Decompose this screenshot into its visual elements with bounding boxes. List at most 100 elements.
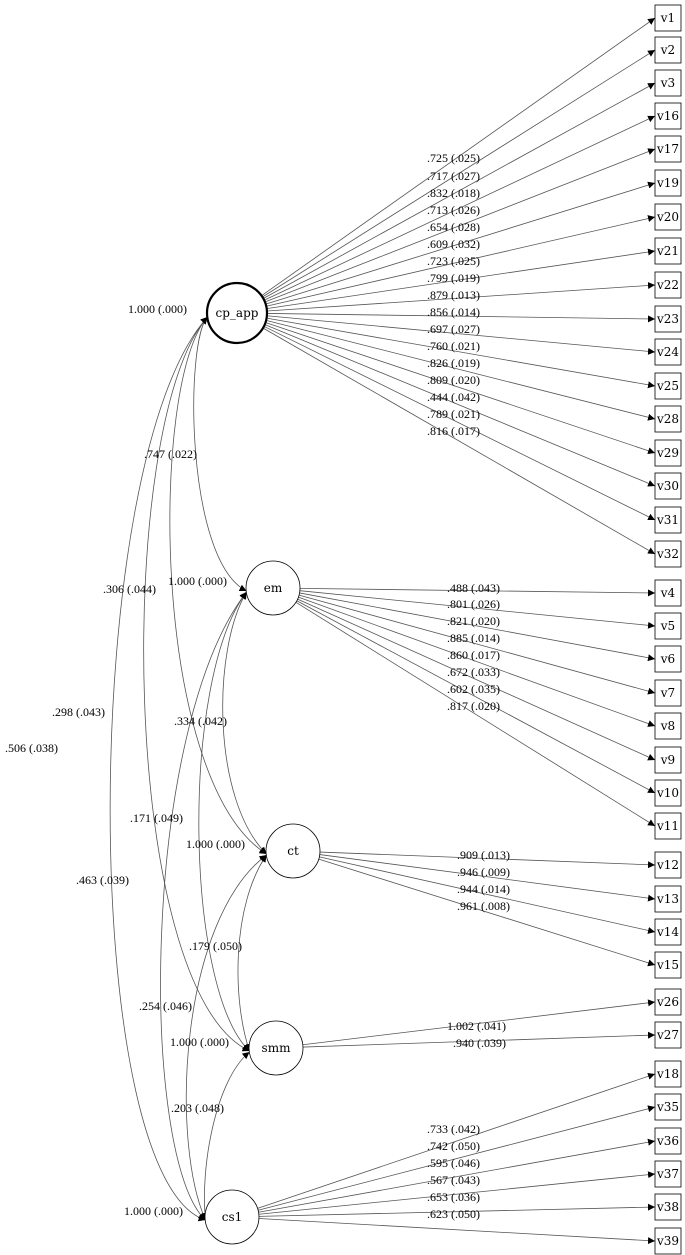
loading-arrow-ct-v15 bbox=[318, 858, 656, 967]
indicator-label-v21: v21 bbox=[656, 244, 679, 258]
indicator-box-v16 bbox=[654, 102, 682, 130]
loading-arrow-cs1-v18 bbox=[257, 1072, 656, 1209]
indicator-label-v7: v7 bbox=[660, 686, 675, 700]
indicator-box-v21 bbox=[654, 237, 682, 265]
loading-label-v36: .595 (.046) bbox=[427, 1156, 480, 1170]
indicator-label-v37: v37 bbox=[656, 1167, 679, 1181]
indicator-box-v38 bbox=[654, 1193, 682, 1221]
indicator-label-v13: v13 bbox=[656, 892, 679, 906]
indicator-box-v23 bbox=[654, 305, 682, 333]
loading-label-v39: .623 (.050) bbox=[427, 1207, 480, 1221]
indicator-box-v39 bbox=[654, 1227, 682, 1255]
factor-variance-smm: 1.000 (.000) bbox=[170, 1035, 229, 1049]
loading-label-v1: .725 (.025) bbox=[427, 151, 480, 165]
loading-label-v3: .832 (.018) bbox=[427, 186, 480, 200]
factor-variance-ct: 1.000 (.000) bbox=[186, 837, 245, 851]
label-layer: .725 (.025).717 (.027).832 (.018).713 (.… bbox=[5, 151, 510, 1221]
loading-arrow-cp_app-v28 bbox=[265, 319, 656, 421]
indicator-box-v30 bbox=[654, 472, 682, 500]
indicator-box-v15 bbox=[654, 951, 682, 979]
covariance-arc-ct-cs1 bbox=[185, 854, 267, 1221]
loading-arrow-em-v8 bbox=[298, 596, 656, 727]
indicator-label-v1: v1 bbox=[660, 11, 675, 25]
factor-variance-cp_app: 1.000 (.000) bbox=[128, 302, 187, 316]
indicator-label-v4: v4 bbox=[660, 586, 676, 600]
covariance-arc-cp_app-em bbox=[193, 316, 247, 592]
loading-arrow-cp_app-v17 bbox=[264, 148, 656, 303]
loading-label-v38: .653 (.036) bbox=[427, 1190, 480, 1204]
loading-label-v17: .654 (.028) bbox=[427, 220, 480, 234]
loading-arrow-cs1-v37 bbox=[258, 1171, 656, 1215]
indicator-label-v16: v16 bbox=[656, 109, 679, 123]
covariance-arc-cp_app-cs1 bbox=[109, 316, 208, 1222]
indicator-label-v32: v32 bbox=[656, 547, 679, 561]
indicator-label-v38: v38 bbox=[656, 1200, 679, 1214]
covariance-label-cp_app-em: .747 (.022) bbox=[144, 447, 197, 461]
loading-layer bbox=[257, 17, 656, 1245]
loading-label-v11: .817 (.020) bbox=[447, 699, 500, 713]
indicator-label-v10: v10 bbox=[656, 786, 679, 800]
loading-label-v27: .940 (.039) bbox=[453, 1036, 506, 1050]
indicator-box-v29 bbox=[654, 439, 682, 467]
indicator-label-v35: v35 bbox=[656, 1100, 679, 1114]
loading-arrow-cp_app-v2 bbox=[262, 49, 656, 298]
loading-label-v23: .856 (.014) bbox=[427, 305, 480, 319]
loading-label-v24: .697 (.027) bbox=[427, 322, 480, 336]
loading-arrow-em-v11 bbox=[295, 601, 656, 827]
indicator-label-v24: v24 bbox=[656, 345, 679, 359]
indicator-label-v20: v20 bbox=[656, 210, 679, 224]
indicator-box-v7 bbox=[654, 679, 682, 707]
loading-label-v10: .602 (.035) bbox=[447, 682, 500, 696]
loading-arrow-cs1-v35 bbox=[258, 1105, 656, 1211]
loading-label-v25: .760 (.021) bbox=[427, 339, 480, 353]
indicator-box-v12 bbox=[654, 851, 682, 879]
loading-label-v26: 1.002 (.041) bbox=[447, 1019, 506, 1033]
indicator-label-v27: v27 bbox=[656, 1028, 679, 1042]
indicator-box-v18 bbox=[654, 1060, 682, 1088]
loading-label-v21: .799 (.019) bbox=[427, 271, 480, 285]
indicator-label-v5: v5 bbox=[660, 619, 675, 633]
covariance-arc-ct-smm bbox=[237, 854, 267, 1052]
loading-label-v9: .672 (.033) bbox=[447, 665, 500, 679]
indicator-label-v29: v29 bbox=[656, 446, 679, 460]
covariance-label-cp_app-smm: .298 (.043) bbox=[52, 705, 105, 719]
indicator-label-v15: v15 bbox=[656, 958, 679, 972]
indicator-box-v9 bbox=[654, 746, 682, 774]
indicator-box-v37 bbox=[654, 1160, 682, 1188]
indicator-box-v5 bbox=[654, 612, 682, 640]
loading-label-v14: .944 (.014) bbox=[457, 882, 510, 896]
loading-arrow-em-v7 bbox=[298, 594, 656, 695]
loading-label-v7: .885 (.014) bbox=[447, 631, 500, 645]
indicator-label-v14: v14 bbox=[656, 925, 679, 939]
loading-arrow-cp_app-v16 bbox=[263, 115, 656, 301]
indicator-box-v27 bbox=[654, 1021, 682, 1049]
loading-label-v6: .821 (.020) bbox=[447, 614, 500, 628]
loading-label-v16: .713 (.026) bbox=[427, 203, 480, 217]
loading-arrow-cp_app-v24 bbox=[266, 315, 656, 355]
latent-factor-label-cs1: cs1 bbox=[222, 1210, 243, 1224]
loading-arrow-smm-v27 bbox=[302, 1031, 656, 1048]
loading-arrow-cp_app-v1 bbox=[261, 17, 656, 297]
indicator-label-v11: v11 bbox=[656, 819, 679, 833]
loading-arrow-cs1-v39 bbox=[258, 1218, 656, 1245]
loading-arrow-ct-v14 bbox=[319, 856, 656, 934]
loading-arrow-cp_app-v19 bbox=[265, 181, 656, 305]
indicator-label-v19: v19 bbox=[656, 176, 679, 190]
indicator-label-v3: v3 bbox=[660, 76, 675, 90]
indicator-box-v32 bbox=[654, 540, 682, 568]
indicator-label-v36: v36 bbox=[656, 1134, 679, 1148]
indicator-label-v39: v39 bbox=[656, 1234, 679, 1248]
loading-arrow-cp_app-v32 bbox=[262, 327, 656, 555]
covariance-label-cp_app-ct: .306 (.044) bbox=[103, 582, 156, 596]
indicator-label-v6: v6 bbox=[660, 652, 675, 666]
covariance-label-ct-smm: .179 (.050) bbox=[189, 939, 242, 953]
covariance-label-smm-cs1: .203 (.048) bbox=[171, 1101, 224, 1115]
indicator-box-v19 bbox=[654, 169, 682, 197]
loading-label-v8: .860 (.017) bbox=[447, 648, 500, 662]
node-layer: v1v2v3v16v17v19v20v21v22v23v24v25v28v29v… bbox=[204, 4, 682, 1255]
indicator-label-v26: v26 bbox=[656, 995, 679, 1009]
indicator-box-v31 bbox=[654, 506, 682, 534]
covariance-label-em-ct: .334 (.042) bbox=[174, 714, 227, 728]
indicator-label-v22: v22 bbox=[656, 278, 679, 292]
